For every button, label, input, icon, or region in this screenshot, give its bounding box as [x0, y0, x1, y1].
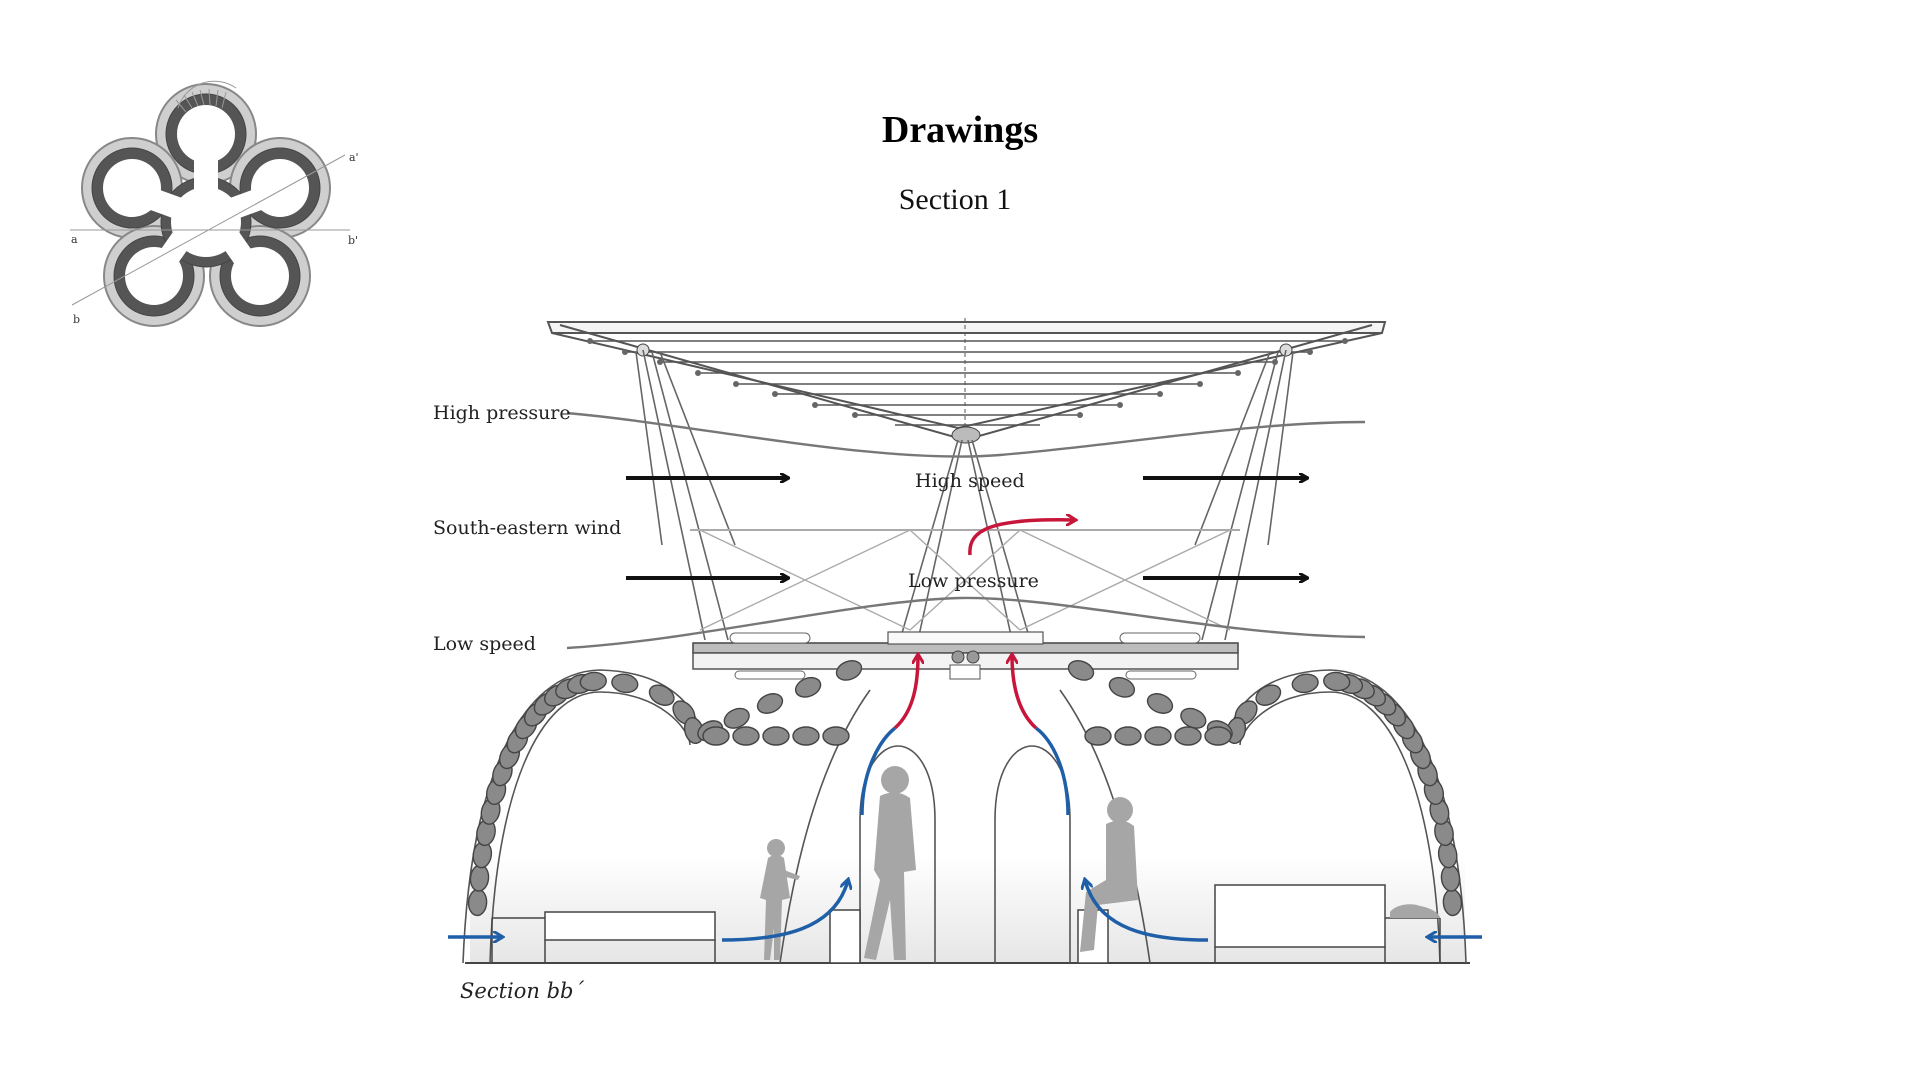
- masonry-block: [794, 676, 822, 698]
- airflow-arrows: [448, 520, 1482, 940]
- masonry-block: [762, 726, 790, 746]
- cool-air-rising-right: [1034, 726, 1070, 816]
- masonry-block: [702, 726, 730, 746]
- key-plan: a a' b b': [70, 80, 359, 327]
- masonry-block: [732, 726, 760, 746]
- masonry-block: [835, 660, 863, 681]
- masonry-block: [1144, 726, 1172, 746]
- label-low-speed: Low speed: [433, 633, 536, 655]
- warm-air-rising-left: [893, 655, 918, 730]
- plan-marker-b-prime: b': [348, 234, 358, 247]
- label-high-pressure: High pressure: [433, 402, 571, 424]
- label-south-eastern-wind: South-eastern wind: [433, 517, 621, 539]
- masonry-block: [1291, 673, 1319, 694]
- plan-marker-a: a: [71, 233, 78, 246]
- plan-marker-b: b: [73, 313, 80, 326]
- masonry-block: [1204, 726, 1232, 746]
- page-title: Drawings: [881, 109, 1039, 151]
- person-seated: [1080, 797, 1138, 952]
- cool-air-rising-left: [860, 726, 897, 816]
- masonry-block: [1323, 671, 1351, 692]
- cool-air-intake-right: [1085, 880, 1209, 942]
- label-low-pressure: Low pressure: [908, 570, 1039, 592]
- cool-air-intake-left: [721, 880, 848, 942]
- masonry-block: [822, 726, 850, 746]
- furniture: [491, 884, 1441, 964]
- masonry-block: [1114, 726, 1142, 746]
- masonry-block: [1146, 693, 1174, 714]
- person-reclining: [1390, 904, 1440, 918]
- warm-air-rising-right: [1012, 655, 1038, 730]
- masonry-block: [579, 671, 607, 692]
- wind-arrows: [626, 478, 1307, 578]
- masonry-block: [611, 673, 639, 694]
- masonry-block: [648, 684, 675, 706]
- masonry-block: [1108, 676, 1136, 698]
- warm-air-exhaust-arrow: [968, 520, 1075, 556]
- person-walking: [864, 766, 916, 960]
- plan-marker-a-prime: a': [349, 151, 359, 164]
- support-struts: [635, 349, 1294, 641]
- masonry-block: [756, 693, 784, 714]
- pressure-lines: [566, 411, 1366, 650]
- deck-beam: [692, 631, 1239, 680]
- masonry-block: [1084, 726, 1112, 746]
- people-figures: [760, 766, 1440, 960]
- stair-icon: [175, 80, 237, 113]
- label-high-speed: High speed: [915, 470, 1025, 492]
- masonry-blocks: [467, 660, 1463, 917]
- masonry-block: [723, 707, 750, 729]
- masonry-block: [792, 726, 820, 746]
- person-child: [760, 839, 800, 960]
- masonry-block: [1067, 660, 1095, 681]
- section-caption: Section bb´: [460, 979, 584, 1003]
- masonry-block: [1174, 726, 1202, 746]
- page-subtitle: Section 1: [898, 183, 1012, 216]
- masonry-block: [1255, 684, 1282, 706]
